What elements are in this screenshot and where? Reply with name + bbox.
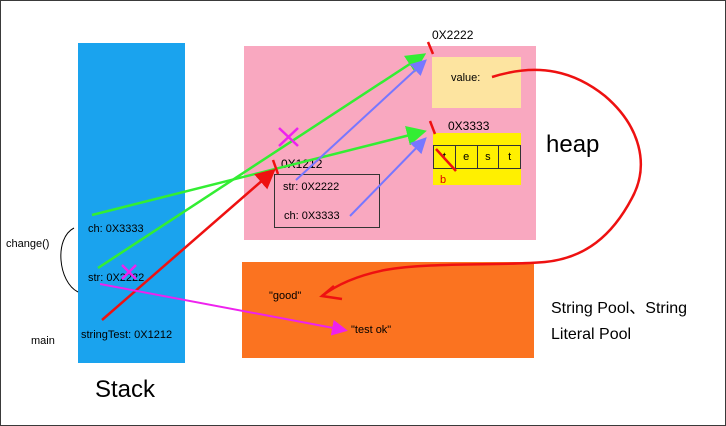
value-field-label: value: [451, 72, 481, 84]
char-cell: s [476, 145, 500, 169]
main-frame-label: main [31, 335, 55, 347]
stack-region [78, 43, 185, 363]
pool-title-line1: String Pool、String [551, 300, 688, 317]
char-array-address-label: 0X3333 [448, 119, 490, 133]
pool-good-literal: "good" [269, 290, 302, 302]
heap-title: heap [546, 131, 600, 158]
replaced-char-label: b [440, 174, 447, 186]
stack-stringtest-variable: stringTest: 0X1212 [81, 329, 173, 341]
change-frame-label: change() [6, 238, 50, 250]
char-cell: e [454, 145, 478, 169]
object-address-label: 0X1212 [281, 157, 323, 171]
stack-ch-variable: ch: 0X3333 [88, 223, 144, 235]
pool-test-ok-literal: "test ok" [351, 324, 392, 336]
char-array-cells: t e s t [433, 145, 521, 169]
stack-str-variable: str: 0X2222 [88, 272, 145, 284]
string-pool-region [242, 262, 534, 358]
char-cell: t [498, 145, 521, 169]
char-cell: t [433, 145, 456, 169]
pool-title-line2: Literal Pool [551, 326, 632, 343]
stack-title: Stack [95, 376, 156, 403]
object-str-field: str: 0X2222 [283, 181, 340, 193]
value-address-label: 0X2222 [432, 28, 474, 42]
object-ch-field: ch: 0X3333 [284, 210, 340, 222]
